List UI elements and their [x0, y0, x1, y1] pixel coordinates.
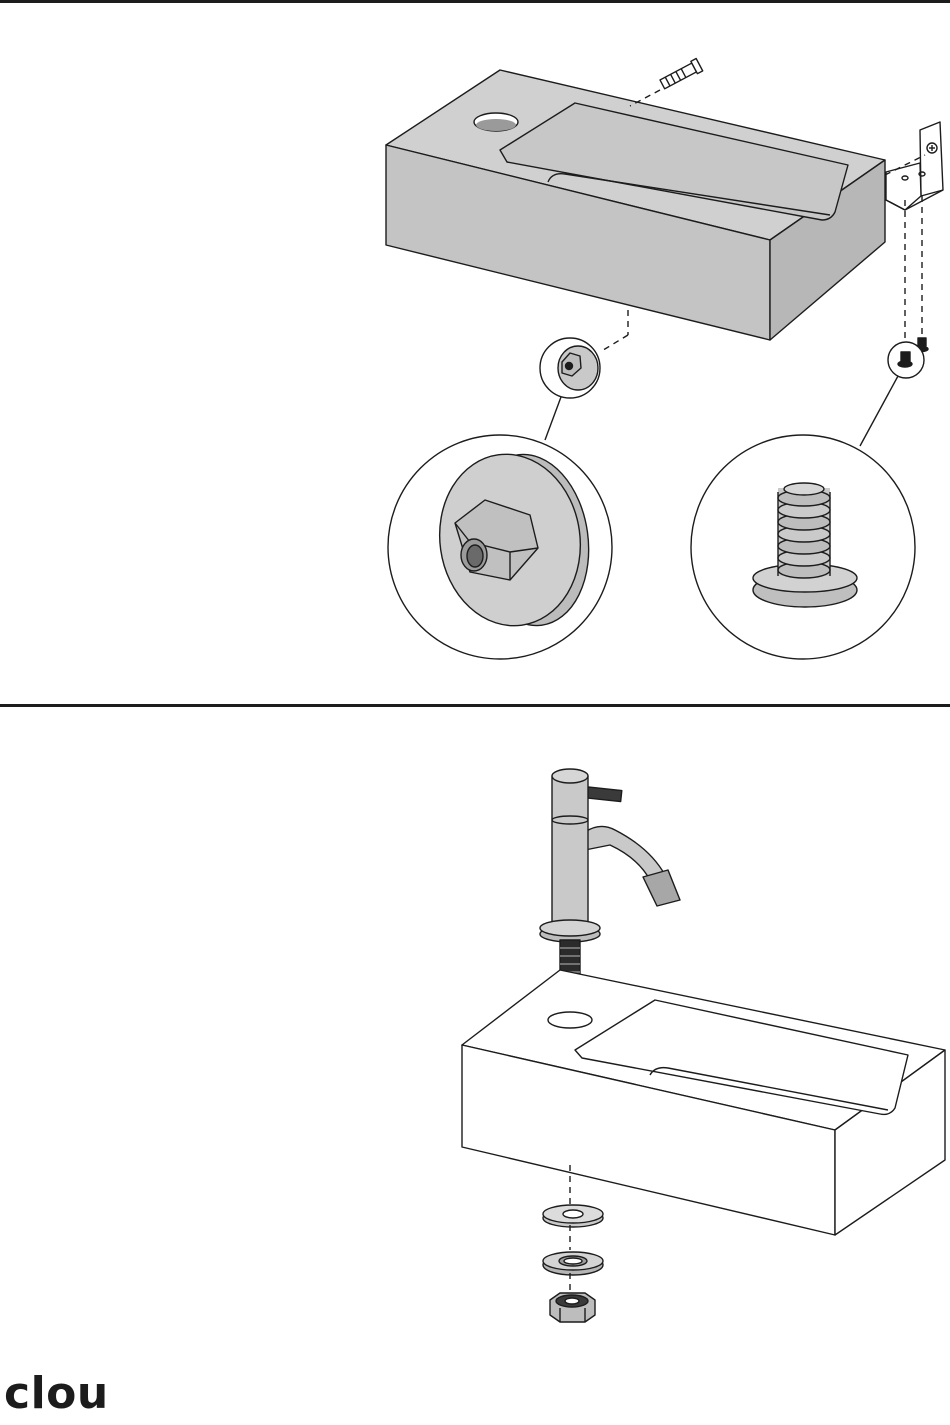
detail-nut [388, 435, 612, 659]
mounting-svg [0, 0, 950, 704]
step-tap-diagram [0, 707, 950, 1367]
tap-nut-icon [550, 1293, 595, 1322]
tap-hole-icon [548, 1012, 592, 1028]
step-mounting-diagram [0, 0, 950, 704]
tap-icon [540, 769, 680, 942]
detail-screw [691, 435, 915, 659]
washer-1-icon [543, 1205, 603, 1227]
brand-logo: clou [4, 1372, 109, 1416]
bolt-icon [659, 58, 703, 90]
bracket-icon [886, 122, 943, 210]
tap-svg [0, 707, 950, 1367]
washer-2-icon [543, 1252, 603, 1275]
